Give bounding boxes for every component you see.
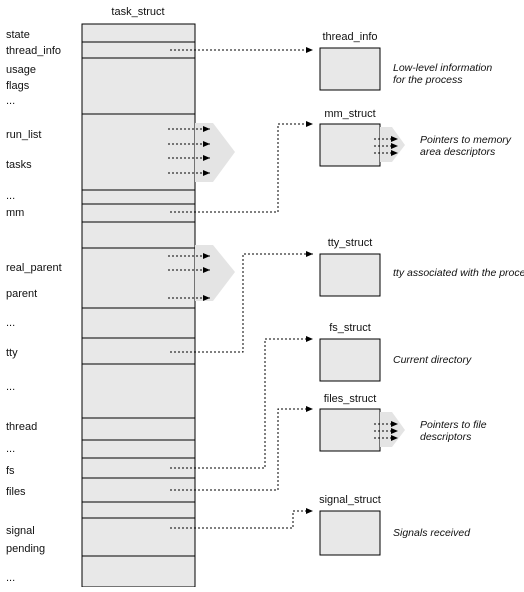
mm-chevron-arrow: [380, 127, 405, 162]
cell-thread: [81, 417, 196, 441]
signal-connector: [170, 508, 313, 529]
fs-connector: [170, 336, 313, 469]
field-mm: mm: [6, 207, 24, 219]
tty-struct-box: [319, 253, 381, 297]
cell-gap-1: [81, 221, 196, 249]
thread-info-box: [319, 47, 381, 91]
fs-struct-box: [319, 338, 381, 382]
field-state: state: [6, 29, 30, 41]
field-flags: flags: [6, 80, 30, 92]
field-labels: state thread_info usage flags ... run_li…: [6, 29, 62, 584]
tty-struct-title: tty_struct: [328, 237, 373, 249]
signal-struct-title: signal_struct: [319, 494, 381, 506]
cell-mm: [81, 203, 196, 223]
cell-parents: [81, 247, 196, 309]
tty-connector: [170, 251, 313, 353]
files-chevron-arrow: [380, 412, 405, 447]
files-struct-title: files_struct: [324, 393, 377, 405]
field-files: files: [6, 486, 26, 498]
task-struct-column: [81, 23, 196, 588]
parent-pointer-arrows: [168, 253, 210, 301]
tty-struct-desc: tty associated with the process: [393, 267, 524, 279]
mm-connector: [170, 121, 313, 213]
field-dots-6: ...: [6, 572, 15, 584]
thread-info-desc-line-1: Low-level information: [393, 62, 492, 74]
field-dots-4: ...: [6, 381, 15, 393]
cell-dots-4: [81, 363, 196, 419]
files-struct-desc-line-1: Pointers to file: [420, 419, 487, 431]
cell-run-list-tasks: [81, 113, 196, 191]
field-dots-5: ...: [6, 443, 15, 455]
signal-struct-box: [319, 510, 381, 556]
signal-struct-desc: Signals received: [393, 527, 471, 539]
list-pointer-arrows: [168, 126, 210, 176]
field-real-parent: real_parent: [6, 262, 62, 274]
cell-dots-6: [81, 555, 196, 588]
field-thread-info: thread_info: [6, 45, 61, 57]
field-tasks: tasks: [6, 159, 32, 171]
thread-info-desc-line-2: for the process: [393, 74, 463, 86]
field-signal: signal: [6, 525, 35, 537]
cell-dots-5: [81, 439, 196, 459]
cell-dots-3: [81, 307, 196, 339]
cell-tty: [81, 337, 196, 365]
cell-dots-2: [81, 189, 196, 205]
list-chevron-arrow: [195, 123, 235, 182]
cell-state: [81, 23, 196, 43]
cell-gap-2: [81, 501, 196, 519]
task-struct-title: task_struct: [111, 6, 164, 18]
files-struct-box: [319, 408, 381, 452]
field-fs: fs: [6, 465, 15, 477]
field-dots-3: ...: [6, 317, 15, 329]
field-dots-2: ...: [6, 190, 15, 202]
field-thread: thread: [6, 421, 37, 433]
files-connector: [170, 406, 313, 491]
mm-struct-desc-line-1: Pointers to memory: [420, 134, 512, 146]
mm-struct-desc-line-2: area descriptors: [420, 146, 496, 158]
connector-lines: [170, 47, 313, 529]
cell-signal-pending: [81, 517, 196, 557]
mm-struct-box: [319, 123, 381, 167]
field-usage: usage: [6, 64, 36, 76]
field-tty: tty: [6, 347, 18, 359]
fs-struct-desc: Current directory: [393, 354, 472, 366]
field-parent: parent: [6, 288, 37, 300]
cell-usage-flags: [81, 57, 196, 115]
parent-chevron-arrow: [195, 245, 235, 301]
field-run-list: run_list: [6, 129, 41, 141]
fs-struct-title: fs_struct: [329, 322, 371, 334]
thread-info-title: thread_info: [322, 31, 377, 43]
files-struct-desc-line-2: descriptors: [420, 431, 472, 443]
mm-struct-title: mm_struct: [324, 108, 375, 120]
field-pending: pending: [6, 543, 45, 555]
field-dots-1: ...: [6, 95, 15, 107]
